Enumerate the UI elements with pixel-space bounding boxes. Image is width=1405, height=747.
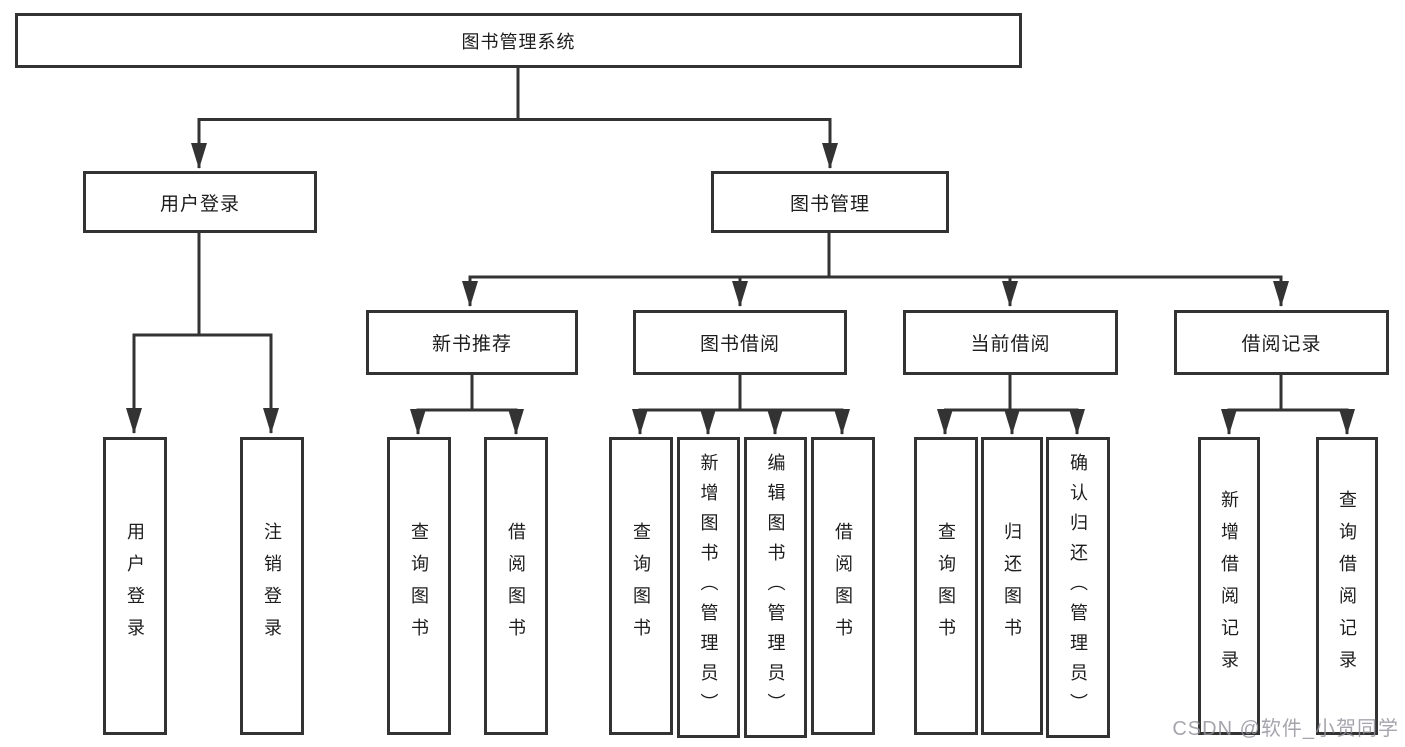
leaf-query-book-recommend: 查询图书 (387, 437, 451, 735)
node-label: 借阅记录 (1241, 334, 1322, 355)
leaf-logout: 注销登录 (240, 437, 304, 735)
node-label: 图书管理系统 (461, 31, 576, 52)
node-label: 注销登录 (262, 522, 282, 650)
node-label: 当前借阅 (970, 334, 1051, 355)
leaf-add-book-admin: 新增图书（管理员） (677, 437, 740, 738)
node-label: 查询借阅记录 (1337, 490, 1357, 682)
node-label: 新书推荐 (431, 334, 512, 355)
leaf-return-book: 归还图书 (981, 437, 1043, 735)
node-library-management-system: 图书管理系统 (15, 13, 1022, 68)
node-label: 查询图书 (409, 522, 429, 650)
node-label: 编辑图书（管理员） (765, 452, 786, 723)
leaf-borrow-book: 借阅图书 (811, 437, 875, 735)
node-label: 归还图书 (1002, 522, 1022, 650)
node-label: 确认归还（管理员） (1068, 452, 1088, 723)
node-label: 借阅图书 (506, 522, 526, 650)
node-label: 借阅图书 (833, 522, 853, 650)
node-label: 查询图书 (631, 522, 651, 650)
leaf-query-book-borrowing: 查询图书 (609, 437, 673, 735)
node-user-login-branch: 用户登录 (83, 171, 317, 233)
node-label: 用户登录 (159, 193, 240, 215)
leaf-user-login: 用户登录 (103, 437, 167, 735)
leaf-edit-book-admin: 编辑图书（管理员） (744, 437, 807, 738)
node-label: 新增借阅记录 (1219, 490, 1239, 682)
node-book-borrowing: 图书借阅 (633, 310, 847, 375)
node-borrow-records: 借阅记录 (1174, 310, 1389, 375)
leaf-add-borrow-record: 新增借阅记录 (1198, 437, 1260, 735)
node-label: 图书管理 (789, 193, 870, 215)
node-label: 查询图书 (936, 522, 956, 650)
leaf-query-borrow-record: 查询借阅记录 (1316, 437, 1378, 735)
node-label: 图书借阅 (699, 334, 780, 355)
node-current-borrowing: 当前借阅 (903, 310, 1118, 375)
csdn-watermark: CSDN @软件_小贺同学 (1172, 718, 1399, 740)
node-label: 用户登录 (125, 522, 145, 650)
leaf-borrow-book-recommend: 借阅图书 (484, 437, 548, 735)
leaf-confirm-return-admin: 确认归还（管理员） (1046, 437, 1110, 738)
node-new-book-recommendation: 新书推荐 (366, 310, 578, 375)
node-book-management-branch: 图书管理 (711, 171, 949, 233)
leaf-query-book-current: 查询图书 (914, 437, 978, 735)
node-label: 新增图书（管理员） (698, 452, 719, 723)
